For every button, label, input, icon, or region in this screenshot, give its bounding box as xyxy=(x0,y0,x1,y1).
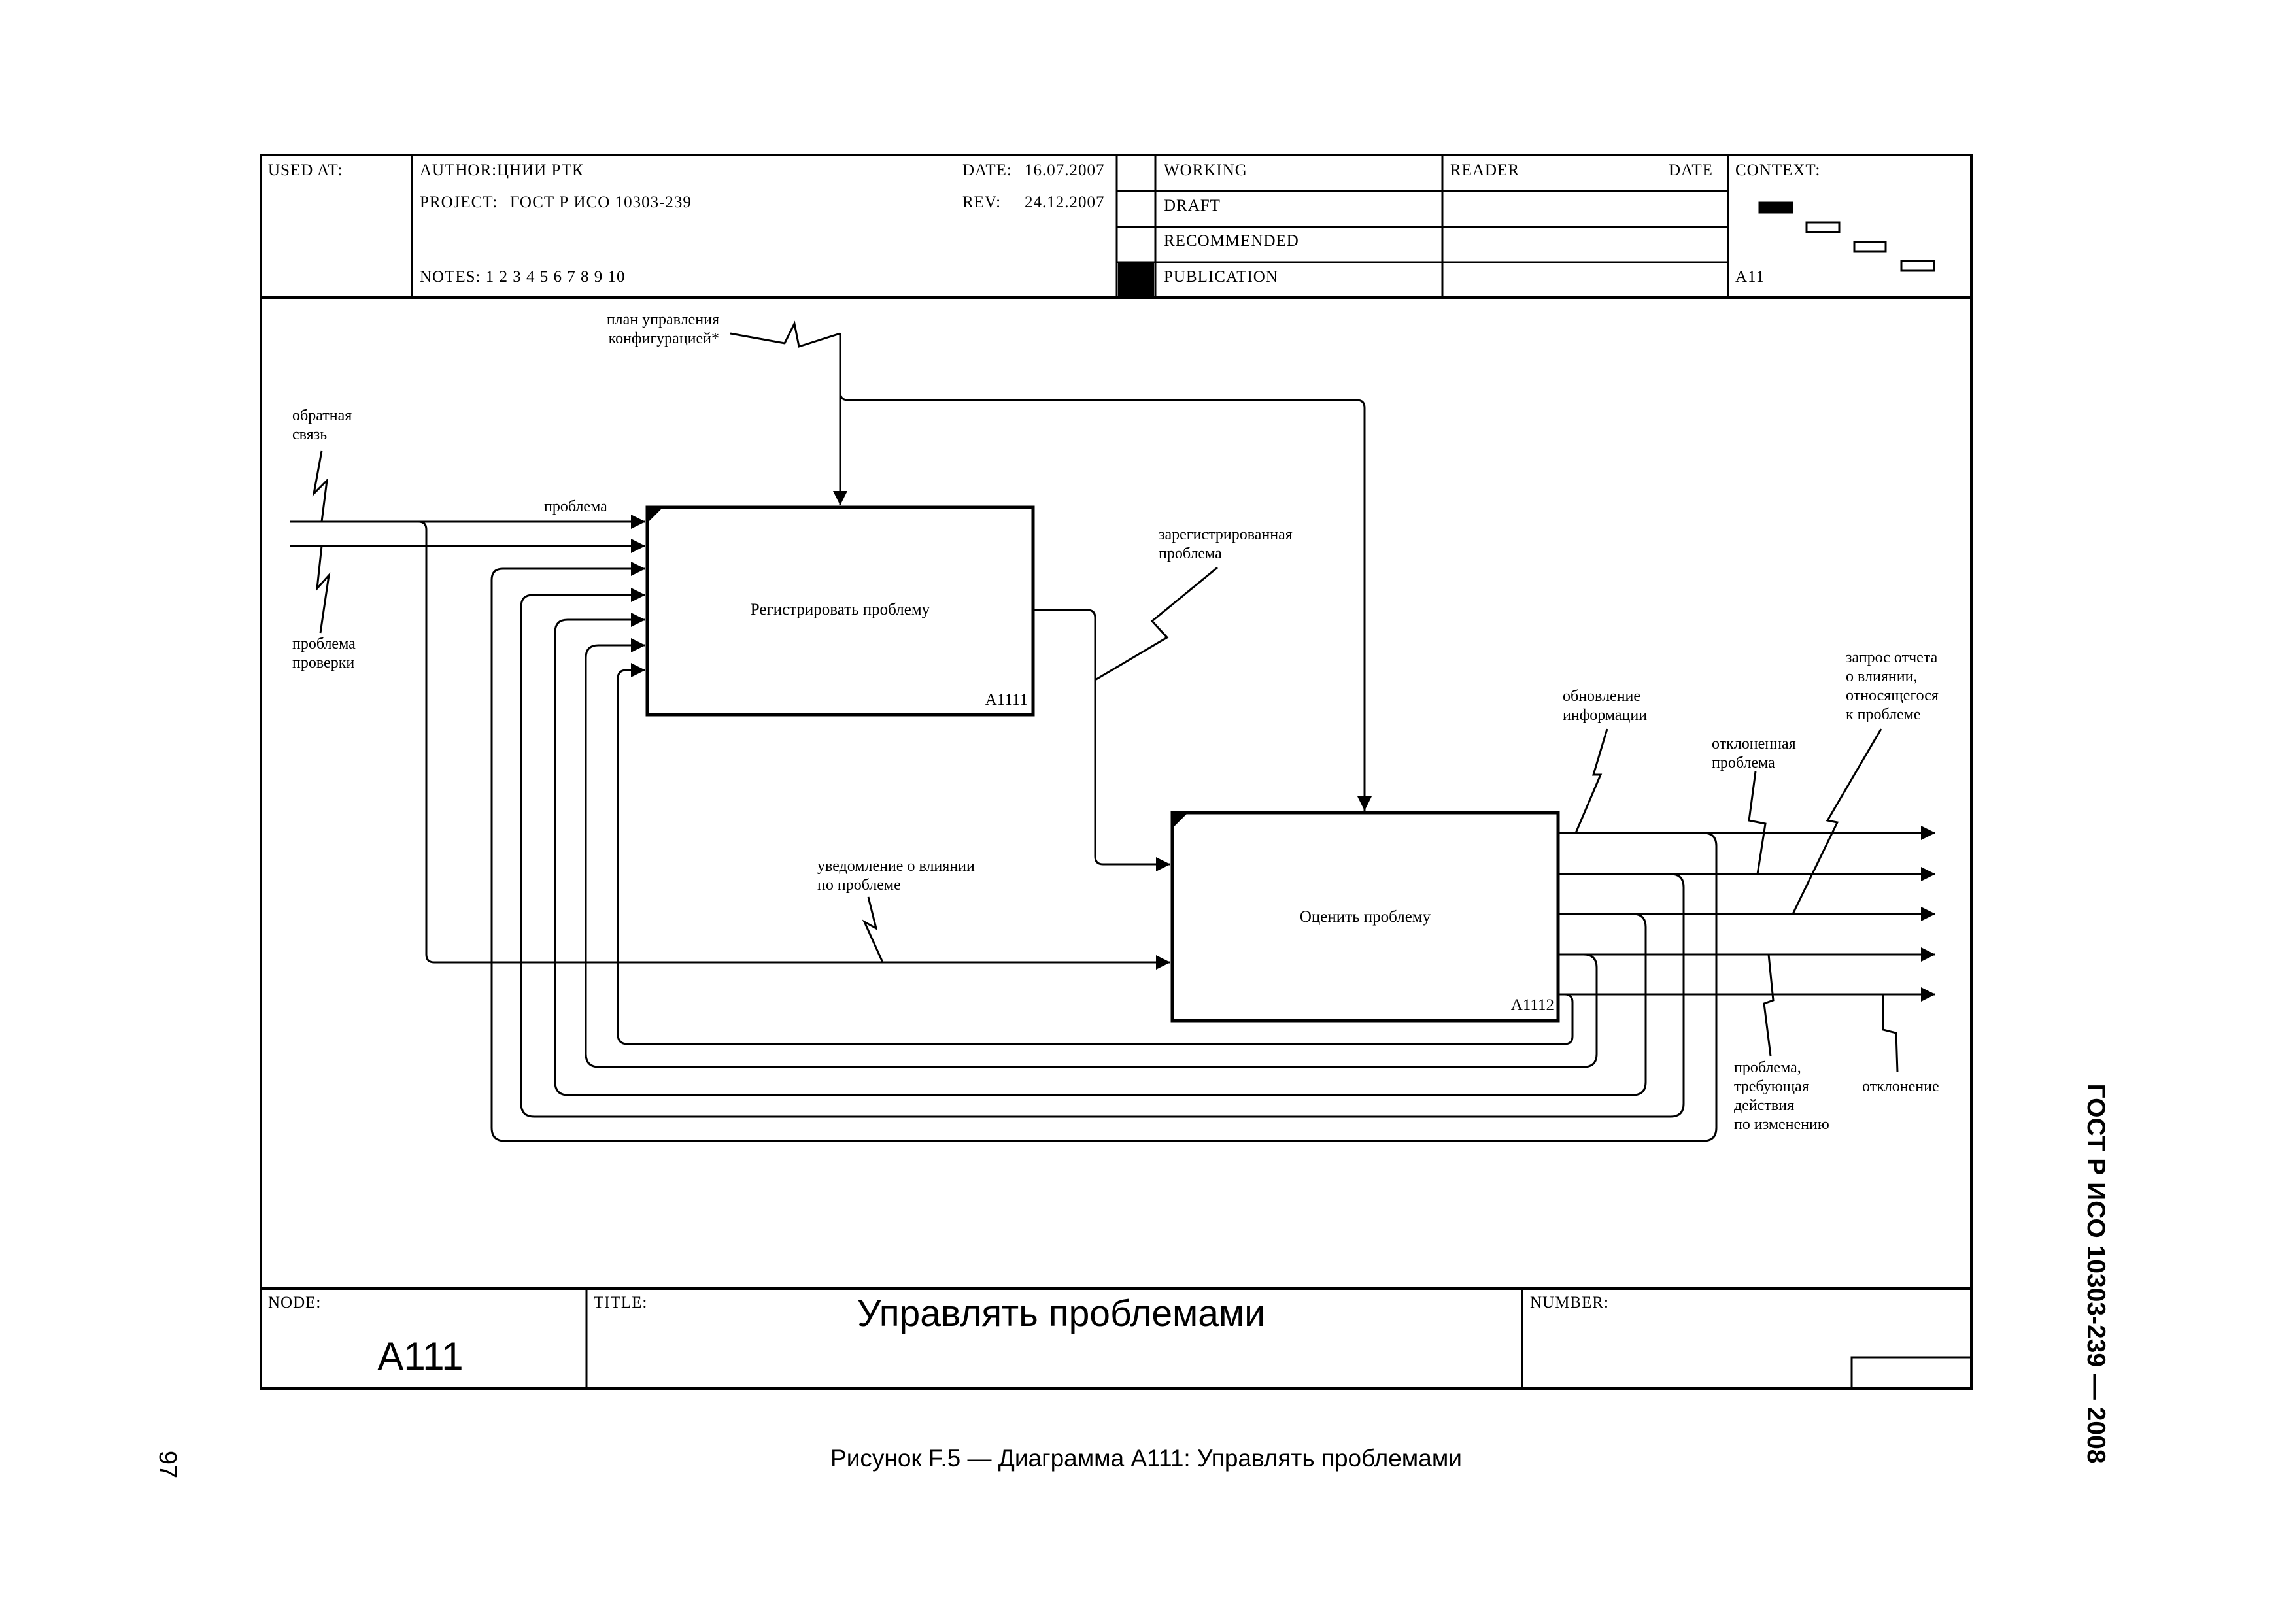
number-label: NUMBER: xyxy=(1530,1294,1609,1311)
label-problem: проблема xyxy=(544,498,607,515)
label-change-4: по изменению xyxy=(1734,1116,1829,1133)
footer-text: NODE: A111 TITLE: Управлять проблемами N… xyxy=(268,1293,1609,1378)
squiggle-update xyxy=(1574,728,1608,834)
rev-value: 24.12.2007 xyxy=(1025,194,1105,211)
label-report-2: о влиянии, xyxy=(1846,668,1917,685)
arrow-plan-control-branch xyxy=(839,392,1372,811)
label-report-4: к проблеме xyxy=(1846,706,1921,723)
project-value: ГОСТ Р ИСО 10303-239 xyxy=(510,194,692,211)
label-plan-2: конфигурацией* xyxy=(609,330,719,347)
status-draft: DRAFT xyxy=(1164,197,1221,214)
figure-caption: Рисунок F.5 — Диаграмма А111: Управлять … xyxy=(830,1445,1462,1472)
date-label: DATE: xyxy=(962,161,1012,179)
status-publication: PUBLICATION xyxy=(1164,268,1278,286)
arrow-problem-to-a1112 xyxy=(418,520,1170,970)
label-check-2: проверки xyxy=(292,654,354,671)
context-label: CONTEXT: xyxy=(1735,161,1820,179)
feedback-loop-change xyxy=(585,638,1598,1068)
box-id: A1112 xyxy=(1511,996,1554,1014)
feedback-loop-deviation xyxy=(617,663,1574,1045)
label-registered-1: зарегистрированная xyxy=(1159,526,1293,543)
standard-id-vertical: ГОСТ Р ИСО 10303-239 — 2008 xyxy=(2082,1084,2110,1464)
label-update-1: обновление xyxy=(1563,688,1640,705)
feedback-loop-rejected xyxy=(520,588,1685,1118)
squiggle-report xyxy=(1792,728,1882,915)
squiggle-check xyxy=(316,545,331,634)
label-impact-1: уведомление о влиянии xyxy=(817,858,975,875)
rev-label: REV: xyxy=(962,194,1001,211)
label-impact-2: по проблеме xyxy=(817,877,901,894)
author-label: AUTHOR: xyxy=(420,161,497,179)
arrow-registered-problem xyxy=(1033,609,1170,871)
publication-marker xyxy=(1118,263,1154,296)
context-map xyxy=(1758,201,1935,272)
feedback-loop-update xyxy=(490,562,1718,1142)
date-value: 16.07.2007 xyxy=(1025,161,1105,179)
squiggle-rejected xyxy=(1748,771,1767,875)
feedback-loop-report xyxy=(554,613,1647,1096)
squiggle-deviation xyxy=(1882,994,1899,1073)
label-feedback-1: обратная xyxy=(292,407,352,424)
label-rejected-1: отклоненная xyxy=(1712,736,1796,753)
status-recommended: RECOMMENDED xyxy=(1164,232,1299,250)
status-working: WORKING xyxy=(1164,161,1248,179)
reader-date-label: DATE xyxy=(1669,161,1713,179)
diagram-frame xyxy=(260,154,1973,1390)
label-deviation: отклонение xyxy=(1862,1078,1939,1095)
project-label: PROJECT: xyxy=(420,194,498,211)
activity-box-a1112: Оценить проблему A1112 xyxy=(1170,811,1560,1023)
label-report-1: запрос отчета xyxy=(1846,649,1938,666)
node-value: A111 xyxy=(377,1334,463,1378)
page-number: 97 xyxy=(154,1451,181,1478)
box-id: A1111 xyxy=(985,691,1028,709)
label-report-3: относящегося xyxy=(1846,687,1939,704)
notes: NOTES: 1 2 3 4 5 6 7 8 9 10 xyxy=(420,268,626,286)
label-update-2: информации xyxy=(1563,707,1647,724)
label-check-1: проблема xyxy=(292,635,356,652)
label-change-2: требующая xyxy=(1734,1078,1809,1095)
label-change-3: действия xyxy=(1734,1097,1794,1114)
label-registered-2: проблема xyxy=(1159,545,1222,562)
squiggle-feedback xyxy=(312,450,329,522)
label-rejected-2: проблема xyxy=(1712,754,1775,771)
header-text: USED AT: AUTHOR: ЦНИИ РТК PROJECT: ГОСТ … xyxy=(268,161,1820,286)
squiggle-plan xyxy=(730,320,841,348)
author-value: ЦНИИ РТК xyxy=(497,161,584,179)
context-node: A11 xyxy=(1735,268,1765,286)
squiggle-change xyxy=(1763,954,1775,1057)
label-feedback-2: связь xyxy=(292,426,327,443)
label-change-1: проблема, xyxy=(1734,1059,1801,1076)
box-label: Регистрировать проблему xyxy=(751,601,930,618)
arrow-labels: план управления конфигурацией* обратная … xyxy=(292,311,1939,1133)
reader-label: READER xyxy=(1450,161,1520,179)
squiggle-registered xyxy=(1095,566,1218,681)
squiggle-impact-note xyxy=(862,896,884,963)
used-at-label: USED AT: xyxy=(268,161,343,179)
label-plan-1: план управления xyxy=(607,311,719,328)
title-label: TITLE: xyxy=(594,1294,647,1311)
node-label: NODE: xyxy=(268,1294,321,1311)
diagram-title: Управлять проблемами xyxy=(857,1293,1265,1334)
activity-box-a1111: Регистрировать проблему A1111 xyxy=(645,505,1035,717)
box-label: Оценить проблему xyxy=(1300,908,1431,926)
